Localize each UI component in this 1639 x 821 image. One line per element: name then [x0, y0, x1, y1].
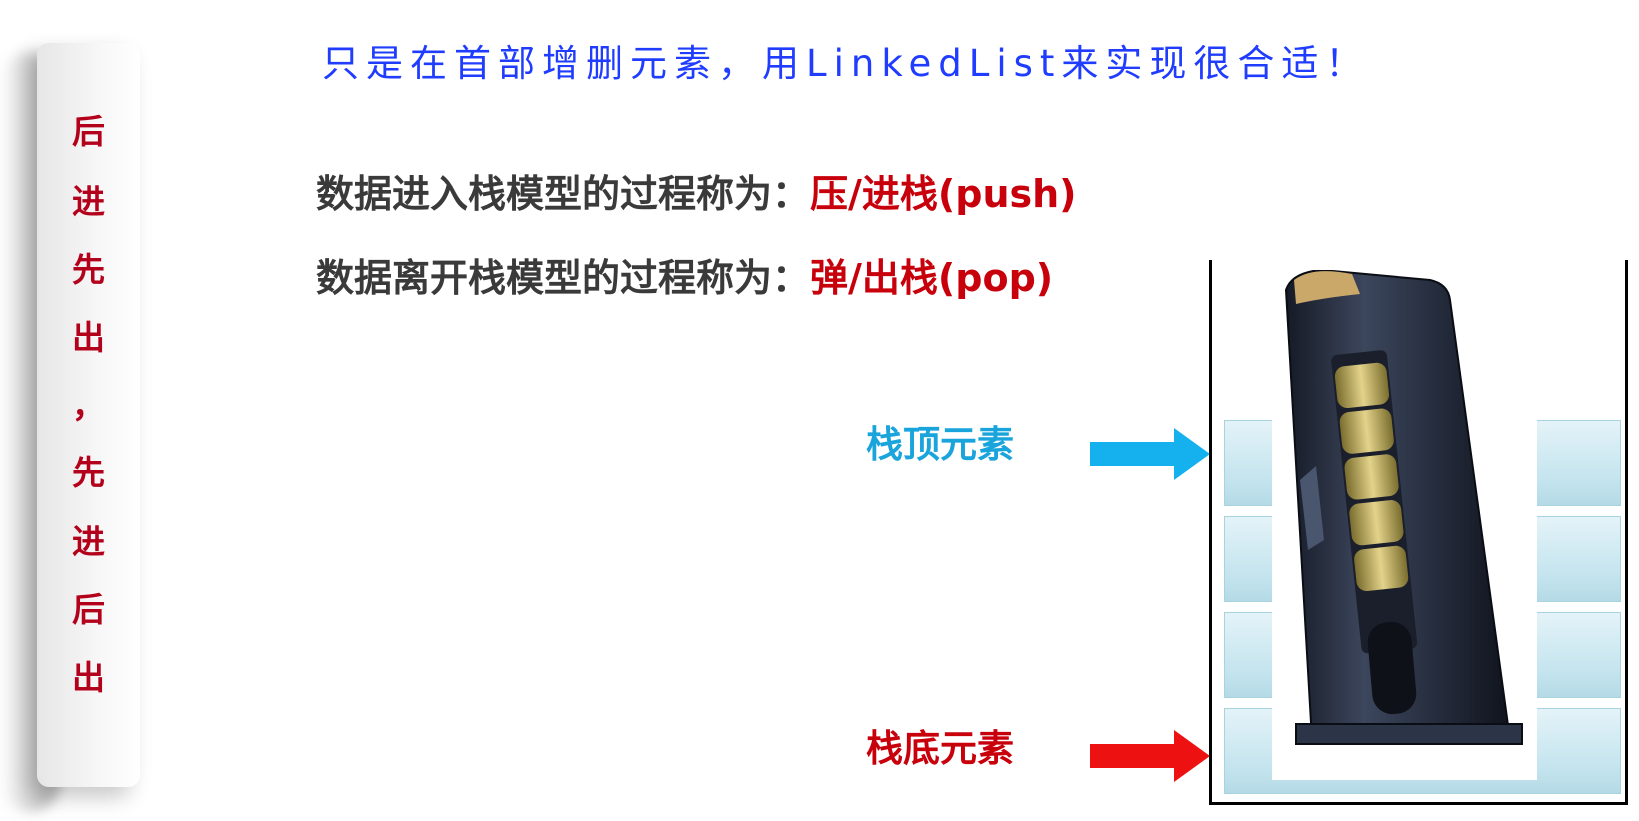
sidebar-char: 先	[72, 250, 105, 289]
arrow-right-icon	[1090, 428, 1210, 480]
pistol-magazine-image	[1272, 270, 1537, 780]
sidebar-card: 后 进 先 出 ， 先 进 后 出	[37, 43, 140, 787]
sidebar-char: ，	[72, 386, 105, 425]
push-definition: 数据进入栈模型的过程称为：压/进栈(push)	[316, 163, 1077, 218]
header-tip: 只是在首部增删元素，用LinkedList来实现很合适！	[322, 42, 1370, 85]
sidebar-char: 进	[72, 182, 105, 221]
sidebar-char: 进	[72, 522, 105, 561]
sidebar-char: 出	[72, 318, 105, 357]
sidebar-char: 先	[72, 453, 105, 492]
stack-top-label: 栈顶元素	[866, 423, 1014, 466]
arrow-right-icon	[1090, 730, 1210, 782]
pop-term: 弹/出栈(pop)	[810, 256, 1054, 300]
pop-prefix: 数据离开栈模型的过程称为：	[316, 256, 811, 300]
sidebar-char: 后	[72, 590, 105, 629]
sidebar-char: 后	[72, 112, 105, 151]
sidebar-char: 出	[72, 658, 105, 697]
stack-bottom-label: 栈底元素	[866, 727, 1014, 770]
stack-container	[1209, 260, 1628, 805]
push-prefix: 数据进入栈模型的过程称为：	[316, 172, 811, 216]
pop-definition: 数据离开栈模型的过程称为：弹/出栈(pop)	[316, 247, 1053, 302]
push-term: 压/进栈(push)	[810, 172, 1077, 216]
